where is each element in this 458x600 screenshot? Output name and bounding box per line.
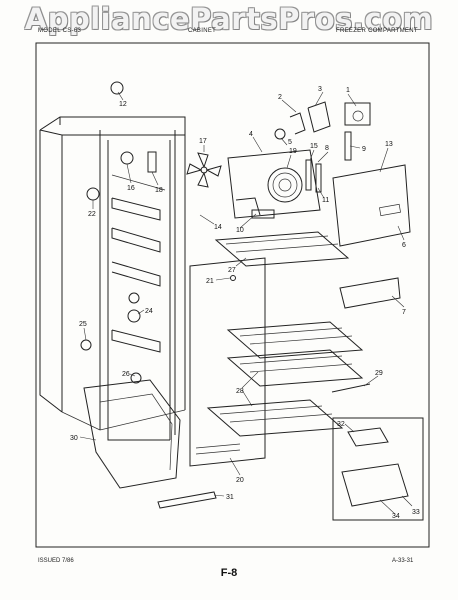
callout-2: 2 [278, 94, 282, 101]
callout-12: 12 [119, 101, 127, 108]
callout-1: 1 [346, 87, 350, 94]
callout-7: 7 [402, 309, 406, 316]
callout-6: 6 [402, 242, 406, 249]
cabinet-outline [39, 116, 186, 441]
fan-motor-bracket [289, 101, 371, 161]
reference-code: A-33-31 [392, 558, 414, 564]
callout-27: 27 [228, 267, 236, 274]
freezer-back-panel [189, 257, 266, 467]
callout-34: 34 [392, 513, 400, 520]
callout-18: 18 [155, 187, 163, 194]
callout-22: 22 [88, 211, 96, 218]
callout-3: 3 [318, 86, 322, 93]
callout-17: 17 [199, 138, 207, 145]
header-center: CABINET [188, 28, 217, 34]
callout-33: 33 [412, 509, 420, 516]
callout-8: 8 [325, 145, 329, 152]
callout-labels: 1 2 3 4 5 6 7 8 9 10 11 12 13 14 15 16 1… [70, 86, 420, 520]
wire-shelves [206, 321, 364, 437]
header-section: FREEZER COMPARTMENT [336, 28, 418, 34]
callout-11: 11 [322, 197, 329, 204]
diagram-border [35, 42, 430, 548]
watermark: AppliancePartsPros.com [24, 2, 434, 36]
trim-strip [331, 383, 371, 393]
callout-10: 10 [236, 227, 244, 234]
evaporator-cover [332, 164, 411, 247]
callout-25: 25 [79, 321, 87, 328]
callout-26: 26 [122, 371, 130, 378]
callout-13: 13 [385, 141, 393, 148]
callout-5: 5 [288, 139, 292, 146]
ice-bin-inset [332, 417, 424, 521]
fan-blade [186, 152, 222, 188]
callout-9: 9 [362, 146, 366, 153]
callout-21: 21 [206, 278, 214, 285]
control-parts [80, 81, 322, 384]
issued-date: ISSUED 7/86 [38, 558, 74, 564]
ice-tray [339, 277, 401, 309]
callout-29: 29 [375, 370, 383, 377]
callout-16: 16 [127, 185, 135, 192]
bottom-trim [157, 491, 217, 509]
callout-14: 14 [214, 224, 222, 231]
page-code: F-8 [220, 567, 238, 579]
freezer-shelf-upper [214, 231, 350, 267]
header-model: MODEL CS-63 [38, 28, 82, 34]
leader-lines [79, 91, 413, 515]
callout-19: 19 [289, 148, 297, 155]
callout-32: 32 [337, 421, 345, 428]
callout-31: 31 [226, 494, 234, 501]
callout-28: 28 [236, 388, 244, 395]
callout-15: 15 [310, 143, 318, 150]
door-shelves [111, 174, 166, 353]
evaporator-assembly [227, 149, 321, 219]
callout-20: 20 [236, 477, 244, 484]
crisper-bin [83, 379, 181, 489]
callout-24: 24 [145, 308, 153, 315]
callout-30: 30 [70, 435, 78, 442]
callout-4: 4 [249, 131, 253, 138]
